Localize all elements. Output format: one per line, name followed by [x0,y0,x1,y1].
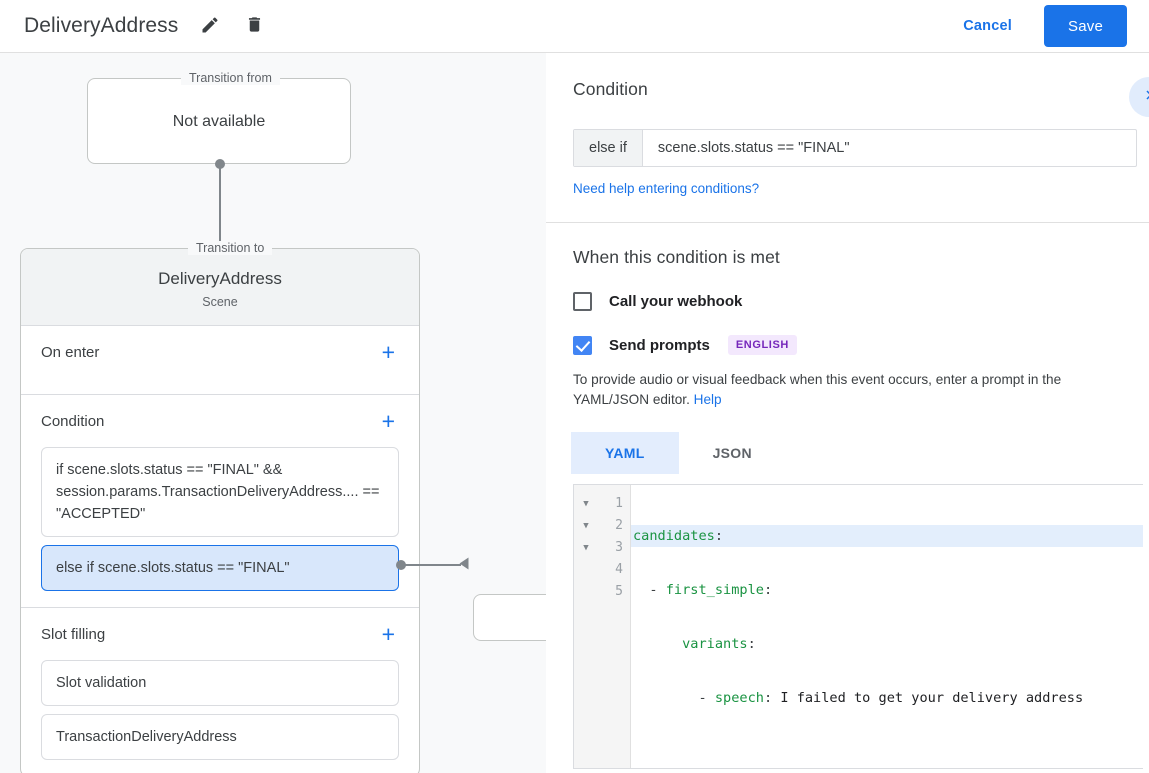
condition-expression-input[interactable] [642,130,1136,166]
transition-from-legend: Transition from [181,71,280,85]
pencil-icon [200,15,220,38]
transition-from-card: Transition from Not available [87,71,351,164]
yaml-value: I failed to get your delivery address [772,690,1084,706]
transition-from-value: Not available [172,113,266,130]
section-label-condition: Condition [41,412,105,430]
editor-code-area[interactable]: candidates: - first_simple: variants: - … [631,485,1143,768]
section-label-on-enter: On enter [41,343,100,361]
section-slot-filling: Slot filling + Slot validation Transacti… [21,608,419,773]
section-header: On enter + [41,326,399,378]
edge-line [401,564,461,566]
code-editor[interactable]: ▼1 ▼2 ▼3 4 5 candidates: - first_simple:… [573,484,1143,769]
line-number: 2 [615,518,623,533]
section-on-enter: On enter + [21,326,419,395]
scene-title: DeliveryAddress [158,269,282,288]
section-header: Condition + [41,395,399,447]
edge-arrow [459,557,469,570]
condition-help-link[interactable]: Need help entering conditions? [573,181,760,196]
tab-json[interactable]: JSON [712,445,752,461]
webhook-row[interactable]: Call your webhook [573,292,1122,311]
gutter-line: ▼2 [574,515,630,537]
page-title: DeliveryAddress [24,14,179,37]
line-number: 1 [615,496,623,511]
condition-prefix: else if [574,130,643,166]
editor-gutter: ▼1 ▼2 ▼3 4 5 [574,485,631,768]
prompts-description: To provide audio or visual feedback when… [573,370,1122,410]
flow-canvas[interactable]: Transition from Not available Transition… [0,53,546,773]
code-line[interactable] [631,741,1143,763]
editor-format-tabs: YAML JSON [571,432,1122,474]
section-label-slot-filling: Slot filling [41,625,106,643]
yaml-punct: : [763,690,773,706]
when-met-heading: When this condition is met [573,247,780,267]
webhook-checkbox[interactable] [573,292,592,311]
delete-button[interactable] [241,13,267,39]
top-app-bar: DeliveryAddress Cancel Save [0,0,1149,53]
gutter-line: ▼1 [574,493,630,515]
send-prompts-checkbox[interactable] [573,335,592,355]
cancel-button[interactable]: Cancel [949,9,1026,43]
trash-icon [245,15,264,37]
line-number: 3 [615,540,623,555]
expand-panel-button[interactable] [1129,77,1149,117]
code-line[interactable]: variants: [631,633,1143,655]
code-line[interactable]: - first_simple: [631,579,1143,601]
gutter-line: 5 [574,581,630,603]
save-button[interactable]: Save [1044,5,1127,47]
prompts-description-text: To provide audio or visual feedback when… [573,372,1062,407]
yaml-punct: : [714,528,724,544]
yaml-key: candidates [633,528,715,544]
yaml-punct: : [747,636,756,652]
fold-toggle-icon[interactable]: ▼ [583,499,589,509]
when-condition-met-section: When this condition is met Call your web… [546,223,1149,769]
webhook-label: Call your webhook [609,293,743,310]
yaml-punct: : [763,582,773,598]
condition-item[interactable]: if scene.slots.status == "FINAL" && sess… [41,447,399,537]
language-badge: ENGLISH [727,335,797,355]
line-number: 4 [615,562,623,577]
condition-heading: Condition [573,79,648,99]
section-condition: Condition + if scene.slots.status == "FI… [21,395,419,608]
line-number: 5 [615,584,623,599]
edge-target-card[interactable] [473,594,546,641]
section-header: Slot filling + [41,608,399,660]
transition-to-card: Transition to DeliveryAddress Scene On e… [20,241,420,773]
top-bar-actions: Cancel Save [949,5,1149,47]
chevron-right-icon [1140,86,1149,109]
gutter-line: 4 [574,559,630,581]
yaml-key: first_simple [665,582,764,598]
yaml-key: variants [682,636,748,652]
code-line[interactable]: candidates: [631,525,1143,547]
scene-header: DeliveryAddress Scene [21,249,419,326]
fold-toggle-icon[interactable]: ▼ [583,543,589,553]
fold-toggle-icon[interactable]: ▼ [583,521,589,531]
yaml-indent [633,636,682,652]
transition-to-legend: Transition to [188,241,273,255]
edit-name-button[interactable] [197,13,223,39]
details-panel: Condition else if Need help entering con… [546,53,1149,773]
add-on-enter-button[interactable]: + [381,338,395,365]
slot-validation-item[interactable]: Slot validation [41,660,399,706]
condition-input-row[interactable]: else if [573,129,1137,167]
add-condition-button[interactable]: + [381,407,395,434]
prompts-help-link[interactable]: Help [693,392,722,407]
send-prompts-label: Send prompts [609,336,710,354]
gutter-line: ▼3 [574,537,630,559]
code-line[interactable]: - speech: I failed to get your delivery … [631,687,1143,709]
slot-item[interactable]: TransactionDeliveryAddress [41,714,399,760]
condition-section: Condition else if Need help entering con… [546,53,1149,223]
add-slot-filling-button[interactable]: + [381,620,395,647]
connector-line [219,164,221,248]
condition-item-selected[interactable]: else if scene.slots.status == "FINAL" [41,545,399,591]
send-prompts-row[interactable]: Send prompts ENGLISH [573,335,1122,355]
yaml-key: speech [714,690,764,706]
scene-subtitle: Scene [202,295,238,309]
yaml-indent: - [633,582,666,598]
yaml-indent: - [633,690,715,706]
tab-yaml[interactable]: YAML [571,432,679,474]
